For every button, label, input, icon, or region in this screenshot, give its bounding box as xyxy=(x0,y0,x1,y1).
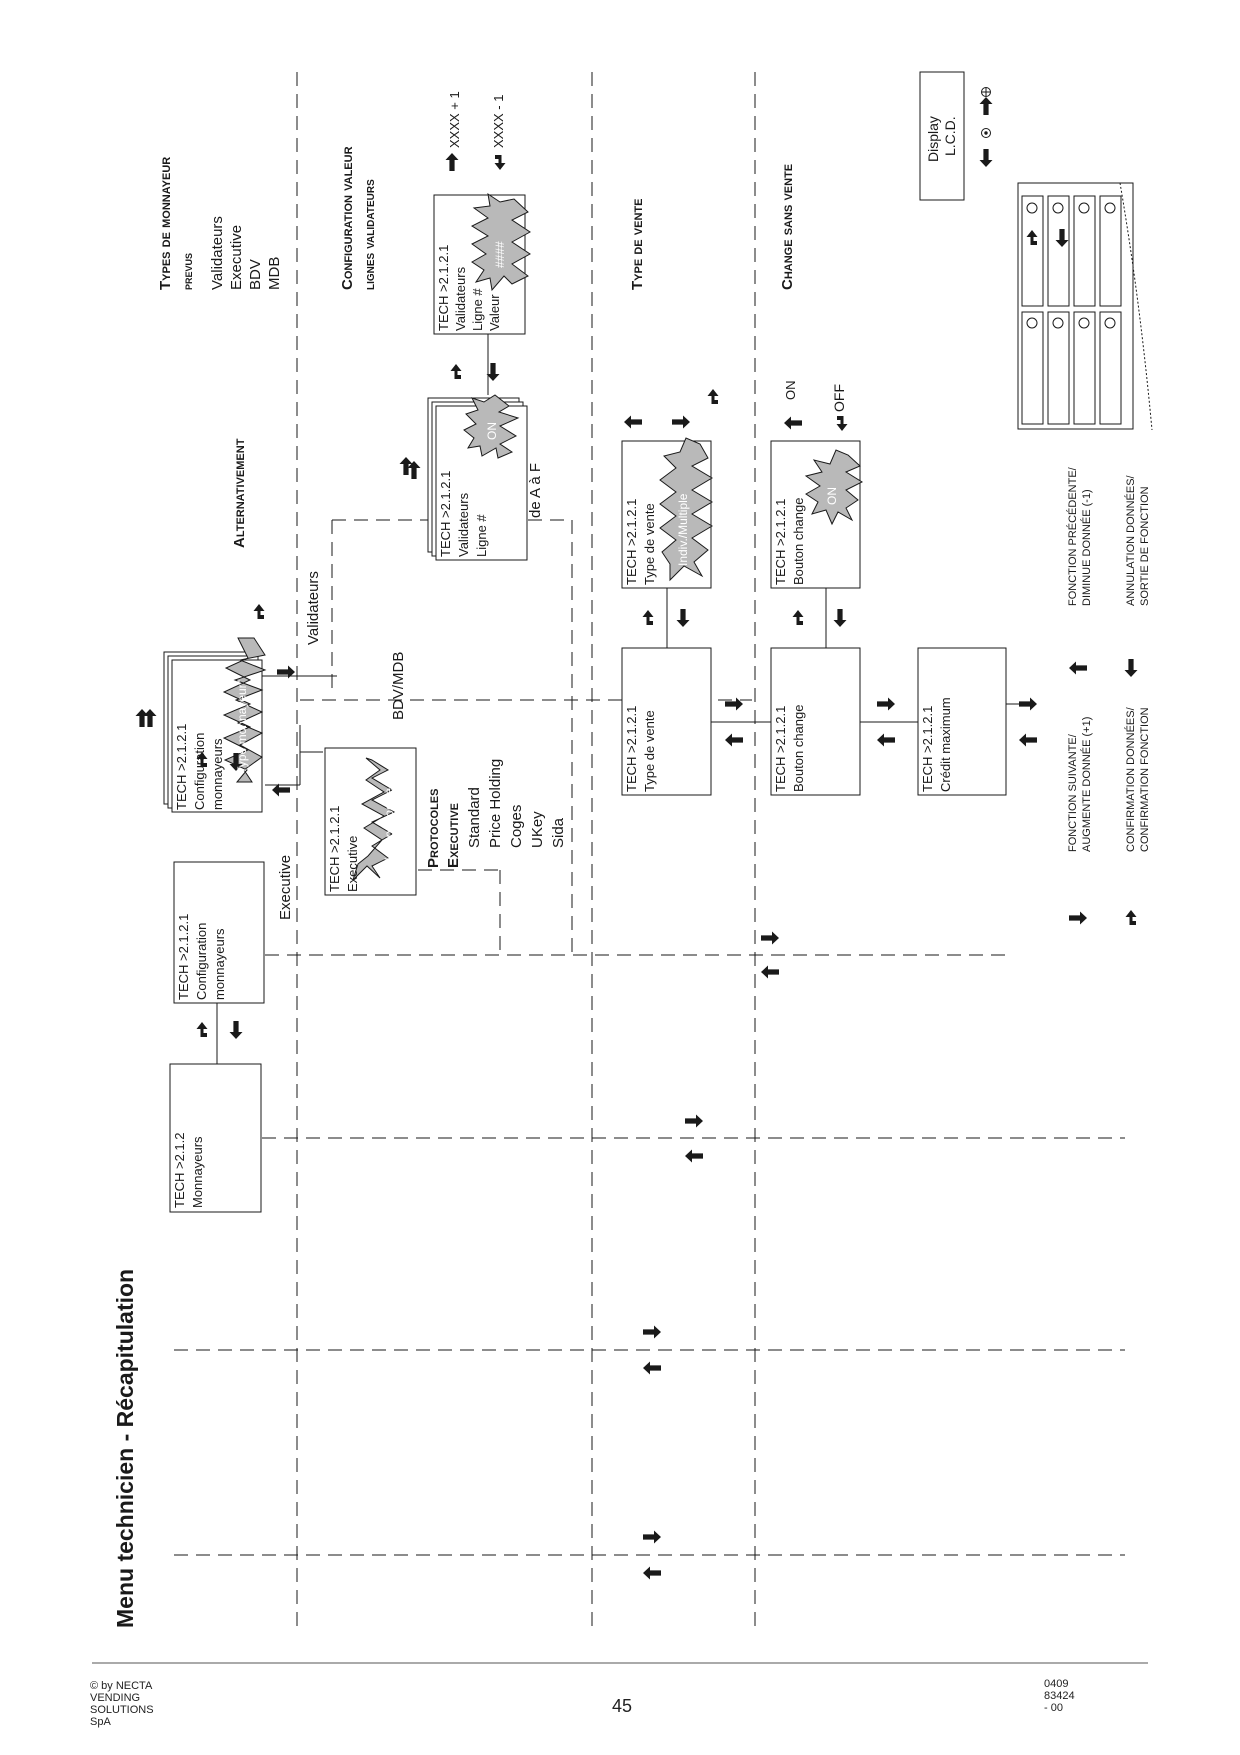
legend-next-2: AUGMENTE DONNÉE (+1) xyxy=(1081,716,1093,852)
protocol-2: Price Holding xyxy=(487,758,504,848)
box-bouton-change xyxy=(770,647,861,796)
types-item-3: BDV xyxy=(247,259,264,290)
box-valid-valeur-l4: Valeur xyxy=(487,294,502,331)
legend-confirm-1: CONFIRMATION DONNÉES/ xyxy=(1125,707,1137,852)
burst-text-on-ligne: ON xyxy=(485,422,499,440)
display-lcd-box xyxy=(919,71,965,201)
legend-confirm-2: CONFIRMATION FONCTION xyxy=(1139,707,1151,852)
burst-text-on-bouton: ON xyxy=(825,487,839,505)
keypad-illustration xyxy=(1017,182,1153,431)
box-valid-valeur-l1: TECH >2.1.2.1 xyxy=(436,244,451,331)
box-bouton-sel-l1: TECH >2.1.2.1 xyxy=(773,498,788,585)
box-type-vente-sel-l1: TECH >2.1.2.1 xyxy=(624,498,639,585)
legend-cancel-1: ANNULATION DONNÉES/ xyxy=(1125,475,1137,606)
burst-type-monnayeur xyxy=(222,637,267,783)
protocol-1: Standard xyxy=(466,787,483,848)
dashed-separators xyxy=(174,72,1125,1628)
box-executive xyxy=(324,747,417,896)
burst-text-type-monnayeur: "Type monnayeur" xyxy=(235,680,249,778)
box-credit-l1: TECH >2.1.2.1 xyxy=(920,705,935,792)
box-bouton-l2: Bouton change xyxy=(791,704,806,792)
box-monnayeurs xyxy=(169,1063,262,1213)
box-credit-l2: Crédit maximum xyxy=(938,697,953,792)
validateurs-branch-label: Validateurs xyxy=(305,571,322,645)
legend-next-1: FONCTION SUIVANTE/ xyxy=(1067,734,1079,852)
box-valid-ligne-l1: TECH >2.1.2.1 xyxy=(438,470,453,557)
types-item-1: Validateurs xyxy=(209,216,226,290)
burst-text-nom-protocole: Nom protocole xyxy=(382,787,396,866)
box-bouton-sel-l2: Bouton change xyxy=(791,497,806,585)
prevus-label: prevus xyxy=(180,252,195,290)
lcd-label: L.C.D. xyxy=(942,116,958,156)
box-executive-l1: TECH >2.1.2.1 xyxy=(327,805,342,892)
burst-indiv-multiple xyxy=(659,437,713,582)
legend-cancel-2: SORTIE DE FONCTION xyxy=(1139,486,1151,606)
config-title-1: Configuration valeur xyxy=(339,146,356,290)
page-number: 45 xyxy=(612,1696,633,1716)
off-label: OFF xyxy=(831,384,847,412)
legend-prev-2: DIMINUE DONNÉE (-1) xyxy=(1081,489,1093,606)
executive-heading: Executive xyxy=(445,802,462,868)
config-title-2: lignes validateurs xyxy=(361,179,377,290)
copyright: © by NECTA VENDING SOLUTIONS SpA xyxy=(90,1680,154,1728)
box-config-l3: monnayeurs xyxy=(212,928,227,1000)
burst-text-indiv-multiple: Indiv./Multiple xyxy=(676,493,690,566)
box-executive-l2: Executive xyxy=(345,835,360,892)
nav-arrows xyxy=(135,97,1069,1580)
burst-text-valeur: #### xyxy=(493,241,507,268)
box-type-vente xyxy=(621,647,712,796)
protocol-3: Coges xyxy=(508,804,525,848)
box-config-l1: TECH >2.1.2.1 xyxy=(176,913,191,1000)
display-label: Display xyxy=(925,116,941,162)
box-valid-valeur-l3: Ligne # xyxy=(470,288,485,331)
box-valid-ligne-l3: Ligne # xyxy=(474,514,489,557)
bdv-mdb-label: BDV/MDB xyxy=(390,651,407,720)
doc-code: 0409 83424 - 00 xyxy=(1044,1678,1075,1714)
xxxx-plus-label: XXXX + 1 xyxy=(447,91,462,148)
burst-on-bouton xyxy=(804,449,864,526)
box-config-l2: Configuration xyxy=(194,922,209,1000)
executive-branch-label: Executive xyxy=(277,854,294,920)
box-config-type-l3: monnayeurs xyxy=(210,738,225,810)
page-title: Menu technicien - Récapitulation xyxy=(112,1268,138,1628)
protocol-5: Sida xyxy=(550,817,567,848)
burst-valeur xyxy=(470,192,531,292)
protocoles-heading: Protocoles xyxy=(425,788,442,868)
alternativement-label: Alternativement xyxy=(231,438,248,548)
lcd-symbols xyxy=(981,87,991,138)
legend-prev-1: FONCTION PRÉCÉDENTE/ xyxy=(1067,467,1079,606)
box-type-vente-sel xyxy=(621,440,712,589)
box-monnayeurs-l1: TECH >2.1.2 xyxy=(172,1132,187,1208)
box-type-vente-l1: TECH >2.1.2.1 xyxy=(624,705,639,792)
change-sans-vente-title: Change sans vente xyxy=(779,163,796,290)
types-title: Types de monnayeur xyxy=(157,156,174,290)
burst-on-ligne xyxy=(463,394,520,459)
box-monnayeurs-l2: Monnayeurs xyxy=(190,1136,205,1208)
box-config-type-l1: TECH >2.1.2.1 xyxy=(174,723,189,810)
protocol-4: UKey xyxy=(529,811,546,848)
de-a-a-f-label: de A à F xyxy=(527,462,544,518)
types-item-2: Executive xyxy=(228,224,245,290)
box-config-monnayeurs xyxy=(173,861,265,1004)
box-valid-valeur-l2: Validateurs xyxy=(453,266,468,331)
box-type-vente-l2: Type de vente xyxy=(642,710,657,792)
burst-nom-protocole xyxy=(352,757,396,881)
box-type-vente-sel-l2: Type de vente xyxy=(642,503,657,585)
type-de-vente-title: Type de vente xyxy=(629,198,646,290)
xxxx-minus-label: XXXX - 1 xyxy=(491,94,506,148)
box-bouton-l1: TECH >2.1.2.1 xyxy=(773,705,788,792)
box-config-type-l2: Configuration xyxy=(192,732,207,810)
box-valid-ligne-l2: Validateurs xyxy=(456,492,471,557)
box-credit-maximum xyxy=(917,647,1007,796)
types-item-4: MDB xyxy=(266,256,283,290)
on-label: ON xyxy=(783,380,798,401)
